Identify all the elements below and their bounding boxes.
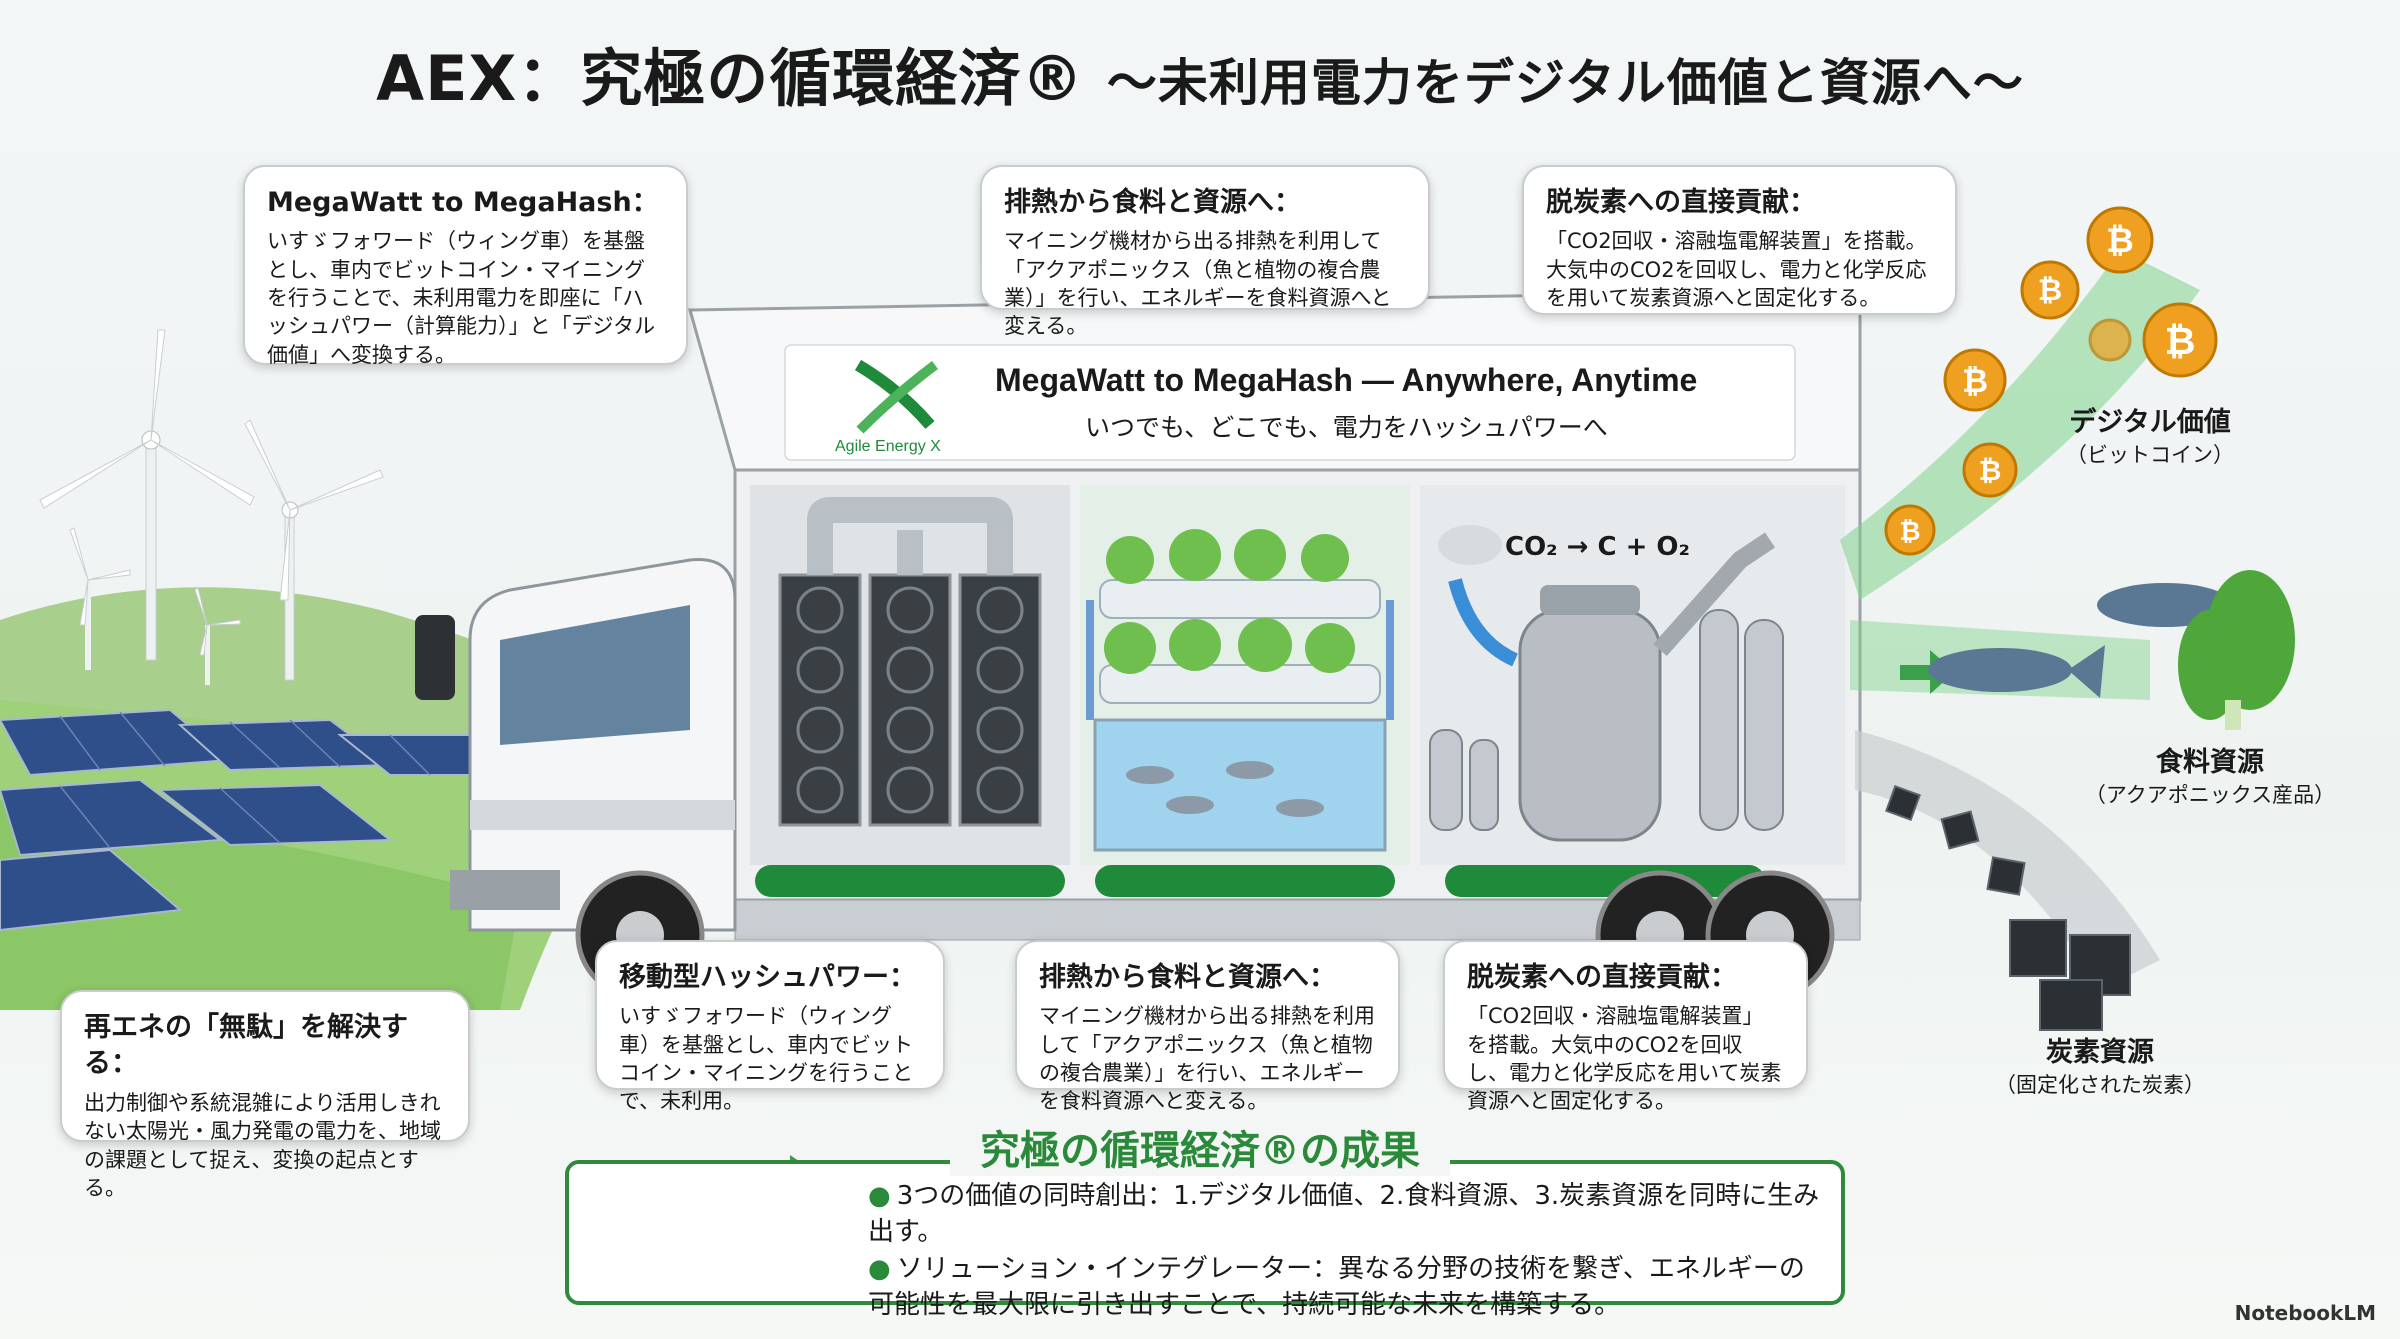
output-label: 炭素資源 [2046, 1037, 2154, 1068]
output-sublabel: （アクアポニックス産品） [2084, 783, 2336, 807]
callout-heading: 排熱から食料と資源へ： [1004, 187, 1301, 218]
callout-body: 「CO2回収・溶融塩電解装置」を搭載。大気中のCO2を回収し、電力と化学反応を用… [1546, 229, 1927, 311]
callout-body: いすゞフォワード（ウィング車）を基盤とし、車内でビットコイン・マイニングを行うこ… [619, 1004, 913, 1114]
wind-turbine [194, 587, 241, 685]
page-title: AEX：究極の循環経済® 〜未利用電力をデジタル価値と資源へ〜 [0, 28, 2400, 118]
callout-body: いすゞフォワード（ウィング車）を基盤とし、車内でビットコイン・マイニングを行うこ… [267, 229, 656, 367]
callout-body: 「CO2回収・溶融塩電解装置」を搭載。大気中のCO2を回収し、電力と化学反応を用… [1467, 1004, 1782, 1114]
carbon-cubes [1885, 785, 2131, 1031]
aquaponics-system [1086, 529, 1394, 852]
leaf-vegetable-icon [2178, 570, 2295, 730]
co2-reactor [1429, 525, 1784, 842]
callout-mobile-hash: 移動型ハッシュパワー： いすゞフォワード（ウィング車）を基盤とし、車内でビットコ… [595, 940, 945, 1113]
callout-megawatt: MegaWatt to MegaHash： いすゞフォワード（ウィング車）を基盤… [243, 165, 688, 367]
svg-text:₿: ₿ [2106, 221, 2134, 261]
svg-text:₿: ₿ [1979, 454, 2002, 487]
bitcoin-symbol: ₿ ₿ ₿ ₿ ₿ ₿ [1899, 221, 2195, 547]
output-carbon-resource: 炭素資源 （固定化された炭素） [1960, 1030, 2240, 1099]
callout-heading: 排熱から食料と資源へ： [1039, 962, 1336, 993]
title-sub: 〜未利用電力をデジタル価値と資源へ〜 [1106, 54, 2024, 112]
notebooklm-watermark: NotebookLM [2235, 1301, 2376, 1325]
svg-text:₿: ₿ [2038, 273, 2062, 308]
watermark-text: NotebookLM [2234, 1301, 2376, 1325]
wind-turbine [39, 329, 255, 661]
callout-heading: 脱炭素への直接貢献： [1546, 187, 1816, 218]
callout-waste-heat-bottom: 排熱から食料と資源へ： マイニング機材から出る排熱を利用して「アクアポニックス（… [1015, 940, 1400, 1113]
results-title: 究極の循環経済®の成果 [950, 1118, 1450, 1176]
svg-text:₿: ₿ [2165, 319, 2196, 363]
agile-energy-logo-mark [854, 359, 939, 434]
bitcoin-coins [1884, 206, 2218, 556]
results-bullet: ●3つの価値の同時創出：1.デジタル価値、2.食料資源、3.炭素資源を同時に生み… [868, 1181, 1820, 1248]
svg-text:₿: ₿ [1899, 517, 1920, 547]
banner-title: MegaWatt to MegaHash — Anywhere, Anytime [995, 362, 1698, 398]
wind-turbine [69, 527, 131, 670]
callout-heading: 再エネの「無駄」を解決する： [84, 1012, 408, 1080]
co2-equation: CO₂ → C + O₂ [1505, 532, 1690, 562]
output-label: デジタル価値 [2069, 407, 2231, 438]
title-main: AEX：究極の循環経済® [376, 42, 1085, 115]
wind-turbine [244, 419, 384, 681]
callout-body: マイニング機材から出る排熱を利用して「アクアポニックス（魚と植物の複合農業）」を… [1004, 229, 1392, 339]
mining-rigs [778, 497, 1042, 827]
banner-subtitle: いつでも、どこでも、電力をハッシュパワーへ [1085, 413, 1608, 442]
callout-decarbon-top: 脱炭素への直接貢献： 「CO2回収・溶融塩電解装置」を搭載。大気中のCO2を回収… [1522, 165, 1957, 315]
output-sublabel: （固定化された炭素） [1995, 1073, 2205, 1097]
callout-body: 出力制御や系統混雑により活用しきれない太陽光・風力発電の電力を、地域の課題として… [84, 1090, 441, 1200]
callout-decarbon-bottom: 脱炭素への直接貢献： 「CO2回収・溶融塩電解装置」を搭載。大気中のCO2を回収… [1443, 940, 1808, 1113]
callout-heading: 移動型ハッシュパワー： [619, 962, 916, 993]
brand-name: Agile Energy X [835, 438, 941, 455]
svg-text:₿: ₿ [1962, 362, 1988, 400]
callout-heading: MegaWatt to MegaHash： [267, 187, 659, 218]
callout-waste-heat-top: 排熱から食料と資源へ： マイニング機材から出る排熱を利用して「アクアポニックス（… [980, 165, 1430, 338]
output-digital-value: デジタル価値 （ビットコイン） [2030, 400, 2270, 469]
truck-cab [415, 558, 737, 932]
callout-renewable-waste: 再エネの「無駄」を解決する： 出力制御や系統混雑により活用しきれない太陽光・風力… [60, 990, 470, 1200]
callout-body: マイニング機材から出る排熱を利用して「アクアポニックス（魚と植物の複合農業）」を… [1039, 1004, 1375, 1114]
results-bullets: ●3つの価値の同時創出：1.デジタル価値、2.食料資源、3.炭素資源を同時に生み… [868, 1178, 1828, 1324]
output-food-resource: 食料資源 （アクアポニックス産品） [2060, 740, 2360, 809]
callout-heading: 脱炭素への直接貢献： [1467, 962, 1737, 993]
results-bullet: ●ソリューション・インテグレーター：異なる分野の技術を繋ぎ、エネルギーの可能性を… [868, 1253, 1805, 1321]
output-sublabel: （ビットコイン） [2066, 443, 2234, 467]
output-label: 食料資源 [2156, 747, 2264, 778]
